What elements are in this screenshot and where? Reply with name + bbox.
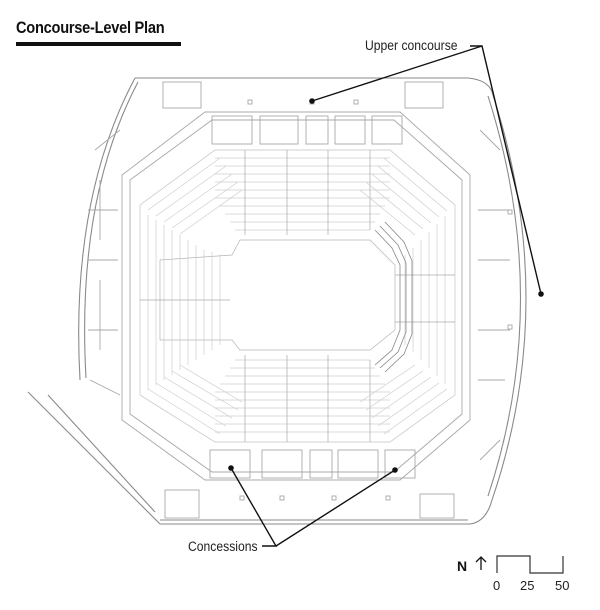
title-underline xyxy=(16,42,181,46)
seating-bowl xyxy=(139,149,456,443)
north-label: N xyxy=(457,558,468,574)
concessions-dot-east xyxy=(392,467,398,473)
scale-tick-25: 25 xyxy=(520,578,535,593)
upper-concourse-dot-north xyxy=(309,98,315,104)
callout-dots xyxy=(228,98,544,473)
upper-concourse-label: Upper concourse xyxy=(365,38,458,53)
concessions-label: Concessions xyxy=(188,539,258,554)
concourse-walls xyxy=(88,81,513,519)
scale-tick-0: 0 xyxy=(493,578,501,593)
building-outline xyxy=(27,77,527,525)
north-arrow-icon xyxy=(475,556,487,570)
scale-tick-50: 50 xyxy=(555,578,570,593)
callout-leaders xyxy=(230,45,542,547)
upper-concourse-dot-east xyxy=(538,291,544,297)
concessions-dot-west xyxy=(228,465,234,471)
scale-bar xyxy=(496,555,564,574)
plan-title: Concourse-Level Plan xyxy=(16,18,165,37)
